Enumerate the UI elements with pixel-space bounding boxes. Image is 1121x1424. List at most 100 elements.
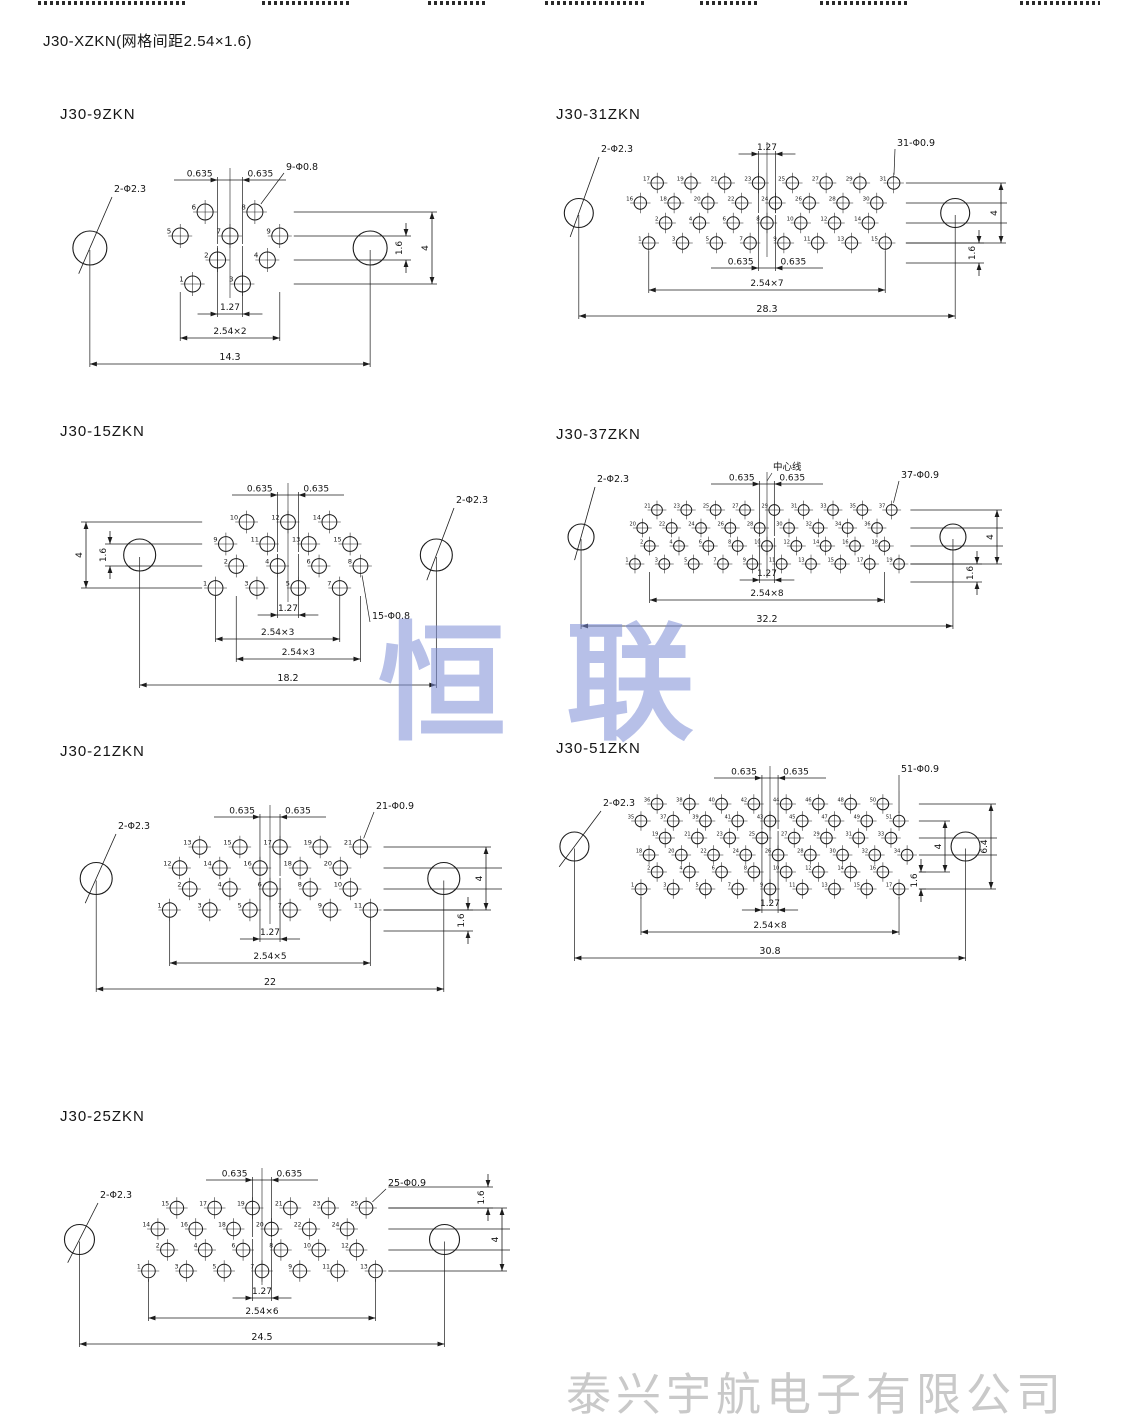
diagram-title-j30-51zkn: J30-51ZKN xyxy=(556,740,641,757)
pin-number: 18 xyxy=(636,849,642,855)
vertical-dim-label: 6.4 xyxy=(980,839,990,854)
pin-number: 14 xyxy=(203,860,211,868)
pin-number: 24 xyxy=(688,522,694,528)
dim-pitch: 1.27 xyxy=(220,303,240,313)
diagram-title-j30-25zkn: J30-25ZKN xyxy=(60,1108,145,1125)
dim-0635-right: 0.635 xyxy=(780,258,806,268)
dim-span: 2.54×3 xyxy=(282,648,315,658)
pin-number: 11 xyxy=(354,902,362,910)
pin-number: 15 xyxy=(854,883,860,889)
page-header: J30-XZKN(网格间距2.54×1.6) xyxy=(43,33,252,50)
pin-number: 11 xyxy=(769,558,775,564)
pin-number: 13 xyxy=(798,558,804,564)
diagram-j30-21zkn: J30-21ZKN 41.612131415161718192021123456… xyxy=(40,743,550,1013)
pin-number: 1 xyxy=(631,883,634,889)
pin-number: 50 xyxy=(870,798,876,804)
pin-number: 8 xyxy=(744,866,747,872)
pin-number: 5 xyxy=(213,1264,217,1271)
connector-drawing-j30-31zkn: 41.6161718192021222324252627282930311234… xyxy=(563,138,1007,319)
pin-number: 3 xyxy=(244,580,248,588)
pin-number: 25 xyxy=(749,832,755,838)
pin-number: 48 xyxy=(837,798,843,804)
pin-number: 20 xyxy=(630,522,636,528)
pin-number: 4 xyxy=(669,540,672,546)
pin-number: 10 xyxy=(303,1243,311,1250)
cropped-text-fragment xyxy=(545,1,645,5)
pin-number: 4 xyxy=(689,217,693,223)
pin-number: 13 xyxy=(360,1264,368,1271)
pin-number: 51 xyxy=(886,815,892,821)
pin-number: 3 xyxy=(663,883,666,889)
pin-number: 29 xyxy=(813,832,819,838)
pin-number: 31 xyxy=(791,504,797,510)
pin-number: 20 xyxy=(668,849,674,855)
pin-number: 6 xyxy=(723,217,727,223)
pin-number: 12 xyxy=(805,866,811,872)
pin-number: 19 xyxy=(237,1201,245,1208)
dim-0635-left: 0.635 xyxy=(187,170,213,180)
pin-number: 16 xyxy=(842,540,848,546)
pin-number: 11 xyxy=(251,536,259,544)
diagram-title-j30-15zkn: J30-15ZKN xyxy=(60,423,145,440)
pin-number: 20 xyxy=(256,1222,264,1229)
pin-number: 21 xyxy=(711,177,718,183)
pin-number: 2 xyxy=(156,1243,160,1250)
pin-number: 11 xyxy=(789,883,795,889)
pin-number: 16 xyxy=(243,860,251,868)
pin-number: 49 xyxy=(854,815,860,821)
pin-number: 27 xyxy=(812,177,819,183)
pin-number: 19 xyxy=(886,558,892,564)
pin-number: 8 xyxy=(241,204,245,212)
pin-number: 30 xyxy=(863,197,870,203)
pin-number: 7 xyxy=(217,228,221,236)
pin-number: 24 xyxy=(761,197,768,203)
mount-callout: 2-Φ2.3 xyxy=(456,495,488,506)
pin-number: 26 xyxy=(765,849,771,855)
pin-number: 7 xyxy=(739,237,743,243)
pin-number: 32 xyxy=(806,522,812,528)
vertical-dim-label: 4 xyxy=(990,210,1000,216)
pin-number: 28 xyxy=(829,197,836,203)
pin-number: 5 xyxy=(238,902,242,910)
pin-number: 10 xyxy=(230,514,238,522)
pin-number: 5 xyxy=(684,558,687,564)
dim-span: 2.54×7 xyxy=(750,279,783,289)
pin-number: 1 xyxy=(179,276,183,284)
dim-span: 2.54×3 xyxy=(261,628,294,638)
pin-number: 12 xyxy=(341,1243,349,1250)
centerline-label: 中心线 xyxy=(773,461,802,473)
pin-number: 5 xyxy=(695,883,698,889)
pin-number: 17 xyxy=(886,883,892,889)
dim-total: 14.3 xyxy=(219,352,240,363)
pin-number: 1 xyxy=(203,580,207,588)
pin-number: 15 xyxy=(828,558,834,564)
pin-number: 40 xyxy=(708,798,714,804)
pin-number: 16 xyxy=(870,866,876,872)
pin-number: 42 xyxy=(741,798,747,804)
holes-callout: 51-Φ0.9 xyxy=(901,764,939,775)
vertical-dim-label: 1.6 xyxy=(99,548,109,563)
pin-number: 15 xyxy=(161,1201,169,1208)
pin-number: 37 xyxy=(660,815,666,821)
connector-drawing-j30-37zkn: 41.6202122232425262728293031323334353637… xyxy=(567,461,1003,629)
cropped-text-fragment xyxy=(700,1,760,5)
pin-number: 21 xyxy=(344,839,352,847)
mount-callout: 2-Φ2.3 xyxy=(114,184,146,195)
dim-total: 30.8 xyxy=(759,946,780,957)
pin-number: 20 xyxy=(694,197,701,203)
vertical-dim-label: 4 xyxy=(475,875,485,881)
pin-number: 1 xyxy=(638,237,642,243)
mount-callout: 2-Φ2.3 xyxy=(597,474,629,485)
mount-callout: 2-Φ2.3 xyxy=(100,1190,132,1201)
dim-0635-left: 0.635 xyxy=(229,807,255,817)
vertical-dim-label: 1.6 xyxy=(477,1190,487,1205)
pin-number: 17 xyxy=(264,839,272,847)
pin-number: 26 xyxy=(718,522,724,528)
pin-number: 34 xyxy=(835,522,841,528)
pin-number: 23 xyxy=(313,1201,321,1208)
pin-number: 8 xyxy=(348,558,352,566)
pin-number: 35 xyxy=(628,815,634,821)
dim-0635-left: 0.635 xyxy=(728,258,754,268)
